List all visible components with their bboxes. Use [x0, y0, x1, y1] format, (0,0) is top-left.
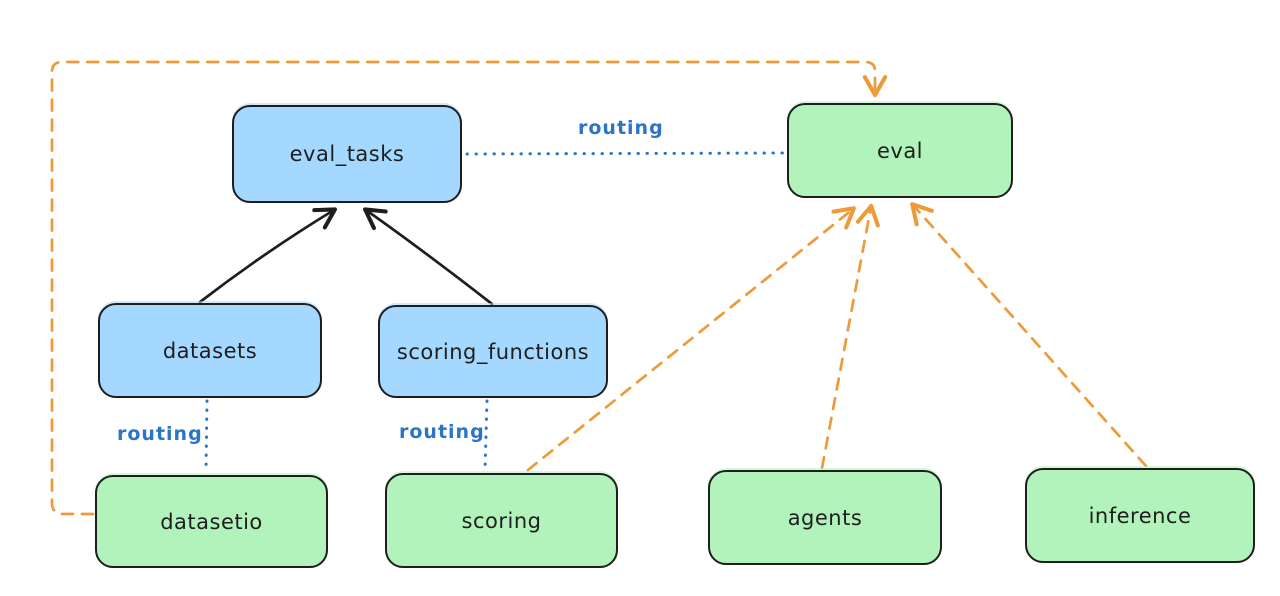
node-scoring-label: scoring — [461, 508, 542, 533]
node-datasets: datasets — [98, 303, 322, 398]
node-datasets-label: datasets — [162, 338, 258, 363]
routing-label-scoring-functions-scoring: routing — [399, 421, 485, 443]
node-eval: eval — [787, 103, 1013, 198]
node-eval-label: eval — [876, 138, 924, 163]
node-scoring-functions-label: scoring_functions — [396, 339, 590, 364]
node-scoring: scoring — [385, 473, 618, 568]
routing-label-datasets-datasetio: routing — [117, 423, 203, 445]
node-datasetio: datasetio — [95, 475, 328, 568]
node-scoring-functions: scoring_functions — [378, 305, 608, 398]
routing-label-eval-tasks-eval: routing — [578, 117, 664, 139]
node-inference: inference — [1025, 468, 1255, 563]
edge-datasets-to-eval-tasks — [198, 207, 337, 304]
edge-agents-to-eval — [820, 203, 880, 470]
node-datasetio-label: datasetio — [160, 509, 263, 534]
edge-scoring-to-eval — [526, 206, 856, 472]
node-agents: agents — [708, 470, 942, 565]
node-eval-tasks-label: eval_tasks — [289, 142, 405, 166]
edge-datasets-to-datasetio-routing — [204, 399, 209, 473]
node-eval-tasks: eval_tasks — [232, 105, 462, 203]
edge-inference-to-eval — [910, 202, 1148, 468]
node-inference-label: inference — [1088, 503, 1192, 528]
edge-eval-tasks-to-eval-routing — [465, 151, 785, 156]
node-agents-label: agents — [787, 505, 863, 530]
edge-scoring-functions-to-eval-tasks — [363, 207, 494, 306]
edge-scoring-functions-to-scoring-routing — [483, 399, 489, 471]
edge-datasetio-to-eval — [50, 60, 888, 516]
